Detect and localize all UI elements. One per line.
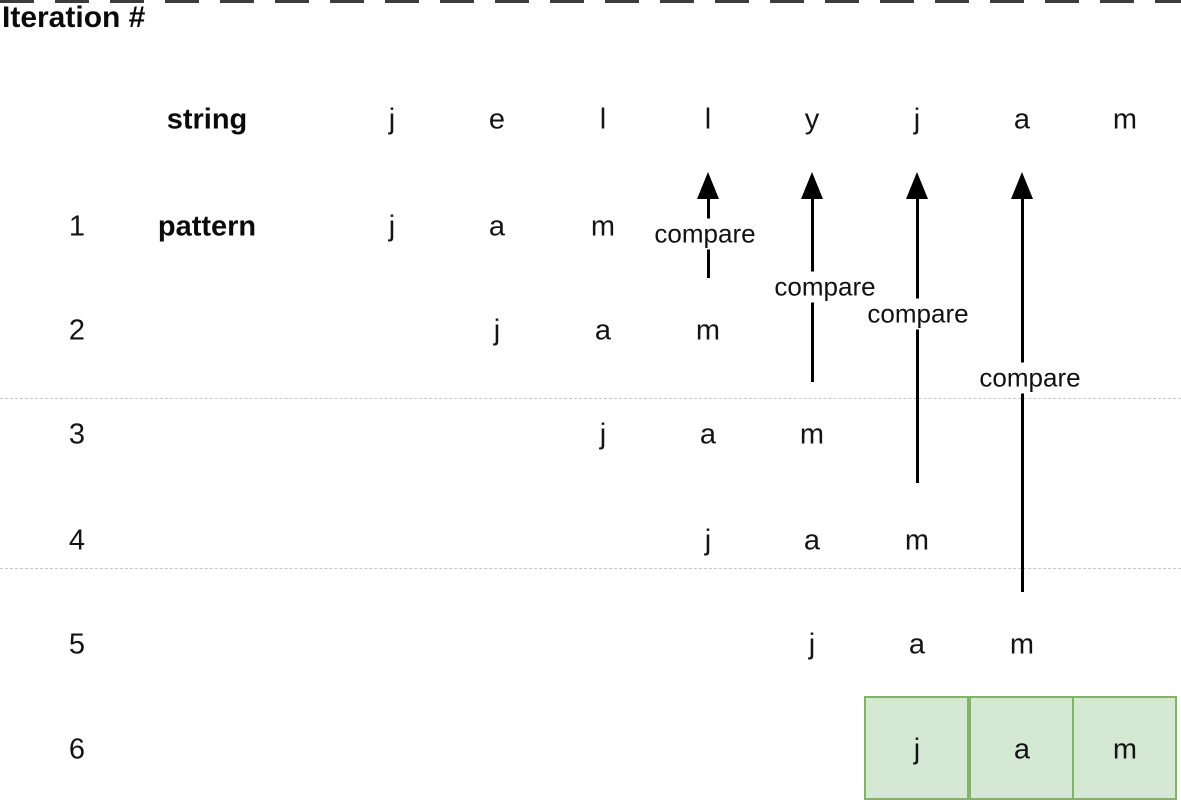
match-cell-box [864,696,969,800]
pattern-letter-matched: j [913,733,921,766]
string-letter: l [704,103,712,136]
pattern-letter: j [388,210,396,243]
compare-label: compare [651,218,759,250]
compare-label: compare [864,298,972,330]
pattern-row-label: pattern [157,210,257,243]
pattern-letter: j [704,524,712,557]
iteration-number: 5 [68,628,86,661]
string-letter: a [1013,103,1031,136]
pattern-letter: m [1009,628,1035,661]
iteration-number: 4 [68,524,86,557]
pattern-letter-matched: a [1013,733,1031,766]
compare-label: compare [976,362,1084,394]
pattern-letter: j [599,418,607,451]
pattern-letter: j [493,314,501,347]
iteration-number: 6 [68,733,86,766]
pattern-letter: a [488,210,506,243]
pattern-letter: a [699,418,717,451]
top-dashed-line [0,0,1181,3]
compare-arrow-shaft [1020,196,1024,592]
pattern-letter: m [799,418,825,451]
pattern-letter: a [803,524,821,557]
pattern-letter: m [590,210,616,243]
pattern-letter: a [908,628,926,661]
string-row-label: string [166,103,248,136]
match-cell-box [969,696,1074,800]
pattern-letter: j [808,628,816,661]
string-letter: l [599,103,607,136]
diagram-title: Iteration # [2,1,146,34]
compare-label: compare [771,271,879,303]
iteration-number: 1 [68,210,86,243]
string-letter: m [1112,103,1138,136]
match-cell-box [1072,696,1177,800]
string-letter: e [488,103,506,136]
faint-dashed-line [0,568,1181,569]
compare-arrow-up-icon [906,172,928,199]
compare-arrow-up-icon [801,172,823,199]
iteration-number: 3 [68,418,86,451]
pattern-letter: m [695,314,721,347]
iteration-number: 2 [68,314,86,347]
compare-arrow-shaft [915,196,919,483]
string-letter: y [804,103,820,136]
faint-dashed-line [0,398,1181,399]
pattern-letter: m [904,524,930,557]
pattern-letter: a [594,314,612,347]
compare-arrow-up-icon [697,172,719,199]
string-letter: j [388,103,396,136]
string-letter: j [913,103,921,136]
compare-arrow-up-icon [1011,172,1033,199]
pattern-letter-matched: m [1112,733,1138,766]
